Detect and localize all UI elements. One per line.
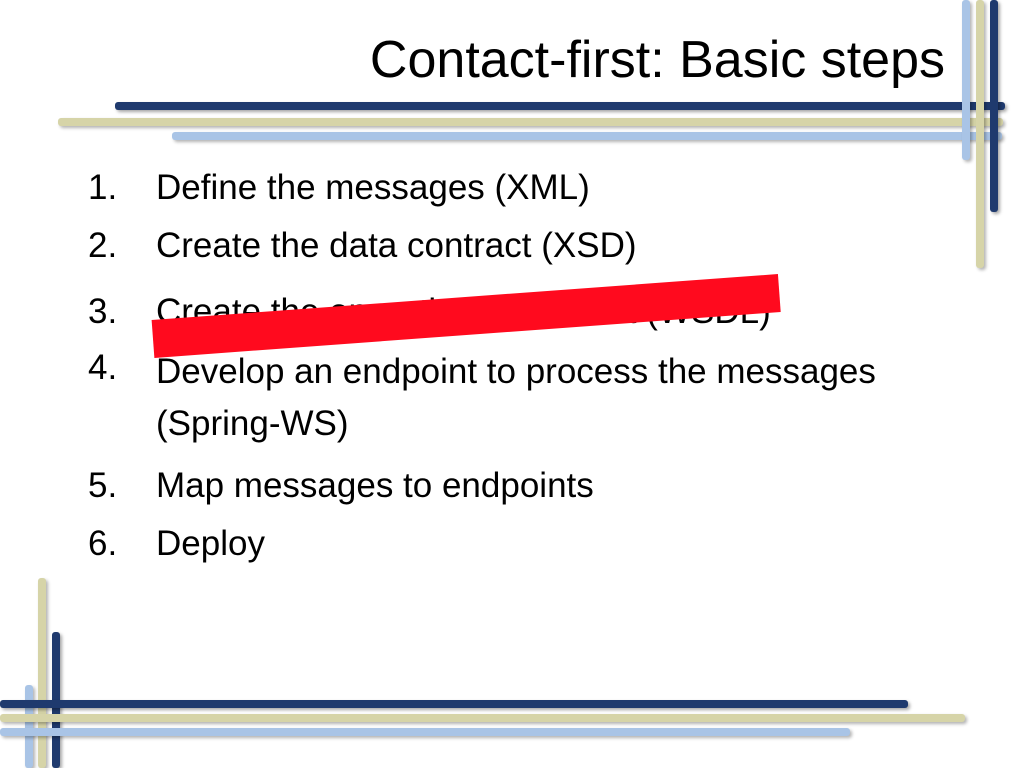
slide-title: Contact-first: Basic steps <box>369 31 945 89</box>
list-item-text: Define the messages (XML) <box>156 168 590 207</box>
bottom-khaki-vertical-line <box>38 578 46 768</box>
list-item: 5. Map messages to endpoints <box>88 464 908 508</box>
top-sky-horizontal-line <box>172 132 1002 140</box>
list-item-text: Develop an endpoint to process the messa… <box>156 352 876 443</box>
list-item-text: Map messages to endpoints <box>156 466 594 505</box>
top-navy-horizontal-line <box>115 102 1005 110</box>
top-sky-vertical-line <box>962 0 970 160</box>
top-khaki-vertical-line <box>976 0 984 268</box>
list-item-number: 4. <box>88 348 118 387</box>
list-item: 4. Develop an endpoint to process the me… <box>88 346 908 450</box>
bottom-navy-horizontal-line <box>0 700 908 708</box>
list-item: 2. Create the data contract (XSD) <box>88 224 908 268</box>
bottom-khaki-horizontal-line <box>0 714 965 722</box>
list-item-number: 5. <box>88 466 118 505</box>
list-item: 6. Deploy <box>88 522 908 566</box>
steps-list: 1. Define the messages (XML) 2. Create t… <box>88 166 908 580</box>
top-khaki-horizontal-line <box>58 118 1003 126</box>
list-item-text: Create the data contract (XSD) <box>156 226 637 265</box>
list-item-number: 6. <box>88 524 118 563</box>
list-item-number: 1. <box>88 168 118 207</box>
list-item-number: 2. <box>88 226 118 265</box>
bottom-sky-vertical-line <box>25 685 33 768</box>
list-item: 1. Define the messages (XML) <box>88 166 908 210</box>
list-item-text: Deploy <box>156 524 265 563</box>
bottom-sky-horizontal-line <box>0 728 850 736</box>
list-item-number: 3. <box>88 292 118 331</box>
top-navy-vertical-line <box>990 0 998 212</box>
